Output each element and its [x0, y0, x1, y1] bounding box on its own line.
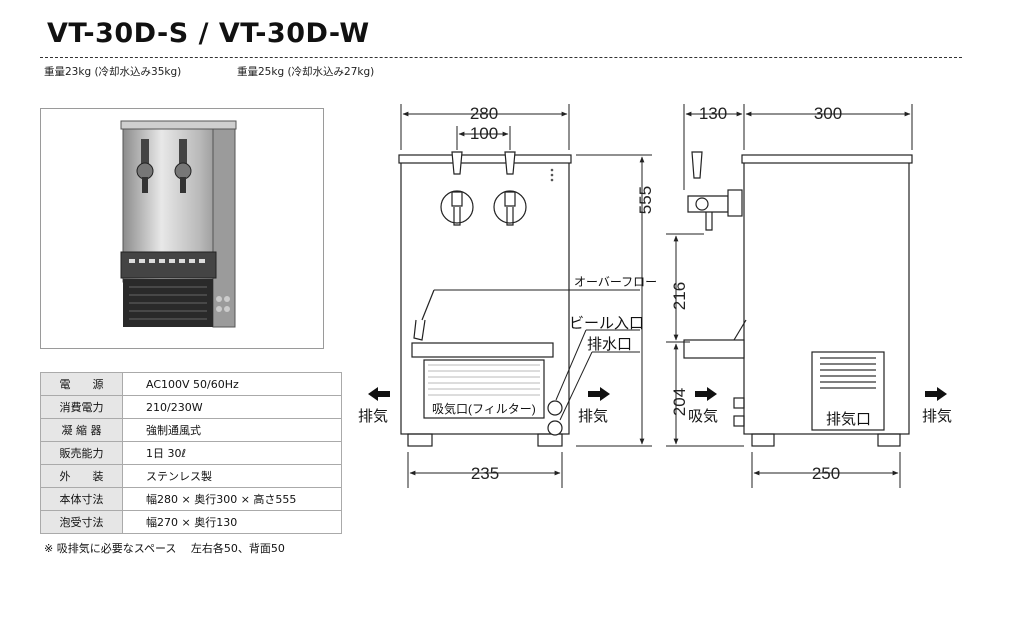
- arrow-right-icon: [695, 387, 717, 401]
- dim-front-height: 555: [636, 186, 655, 214]
- title-divider: [40, 57, 962, 58]
- label-beer-inlet: ビール入口: [569, 315, 644, 332]
- spec-label: 凝 縮 器: [40, 418, 123, 442]
- dim-side-front: 130: [699, 104, 727, 123]
- spec-label: 消費電力: [40, 395, 123, 419]
- spec-label: 泡受寸法: [40, 510, 123, 534]
- dim-front-bottom: 235: [471, 464, 499, 483]
- spec-row: 外 装ステンレス製: [40, 464, 342, 488]
- label-exhaust-left: 排気: [358, 408, 388, 425]
- dim-side-bottom-width: 250: [812, 464, 840, 483]
- dim-tap-spacing: 100: [470, 124, 498, 143]
- dim-side-tray: 216: [670, 282, 689, 310]
- page-title: VT-30D-S / VT-30D-W: [47, 18, 370, 49]
- space-note: ※ 吸排気に必要なスペース 左右各50、背面50: [44, 542, 285, 555]
- label-intake: 吸気: [688, 408, 718, 425]
- airflow-arrow-icons: [368, 387, 947, 401]
- label-exhaust-port: 排気口: [826, 411, 871, 428]
- weight-w: 重量25kg (冷却水込み27kg): [237, 66, 375, 78]
- arrow-right-icon: [925, 387, 947, 401]
- arrow-right-icon: [588, 387, 610, 401]
- spec-label: 販売能力: [40, 441, 123, 465]
- label-exhaust-front-right: 排気: [578, 408, 608, 425]
- label-overflow: オーバーフロー: [574, 275, 657, 289]
- spec-value: 強制通風式: [122, 418, 342, 442]
- spec-value: 幅280 × 奥行300 × 高さ555: [122, 487, 342, 511]
- label-filter: 吸気口(フィルター): [432, 401, 536, 416]
- dim-side-depth: 300: [814, 104, 842, 123]
- arrow-left-icon: [368, 387, 390, 401]
- product-photo: [40, 108, 324, 349]
- spec-label: 電 源: [40, 372, 123, 396]
- dim-front-width: 280: [470, 104, 498, 123]
- label-drain: 排水口: [587, 336, 632, 353]
- spec-row: 泡受寸法幅270 × 奥行130: [40, 510, 342, 534]
- spec-label: 外 装: [40, 464, 123, 488]
- dim-side-bottom: 204: [670, 388, 689, 416]
- label-exhaust-side-right: 排気: [922, 408, 952, 425]
- spec-value: 幅270 × 奥行130: [122, 510, 342, 534]
- spec-row: 凝 縮 器強制通風式: [40, 418, 342, 442]
- spec-row: 本体寸法幅280 × 奥行300 × 高さ555: [40, 487, 342, 511]
- weight-s: 重量23kg (冷却水込み35kg): [44, 66, 182, 78]
- spec-value: 1日 30ℓ: [122, 441, 342, 465]
